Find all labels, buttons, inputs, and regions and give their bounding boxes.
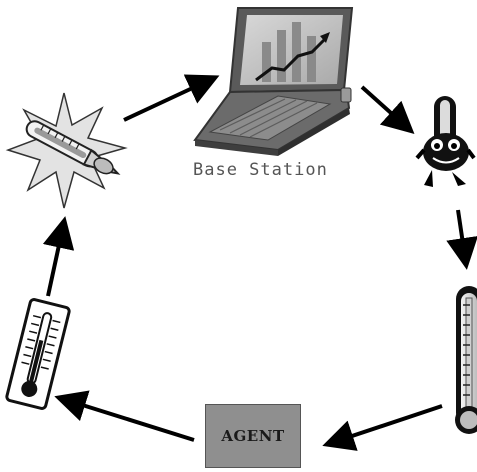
cycle-arrows: [42, 74, 477, 451]
thermometer-character-icon: [415, 96, 476, 187]
arrow-burst-to-base: [123, 74, 220, 122]
base-station-label: Base Station: [193, 160, 328, 180]
arrow-base-to-character: [360, 85, 415, 135]
arrow-character-to-thermometer: [446, 209, 477, 270]
agent-box: AGENT: [205, 404, 301, 468]
agent-label: AGENT: [221, 427, 285, 445]
arrow-thermometer-to-agent: [322, 404, 443, 451]
arrow-agent-to-tilted: [54, 390, 195, 442]
thermometer-burst-icon: [5, 92, 128, 209]
arrow-tilted-to-burst: [42, 216, 75, 297]
tilted-thermometer-icon: [5, 298, 71, 410]
thermometer-icon: [455, 286, 477, 434]
laptop-icon: [193, 7, 354, 156]
